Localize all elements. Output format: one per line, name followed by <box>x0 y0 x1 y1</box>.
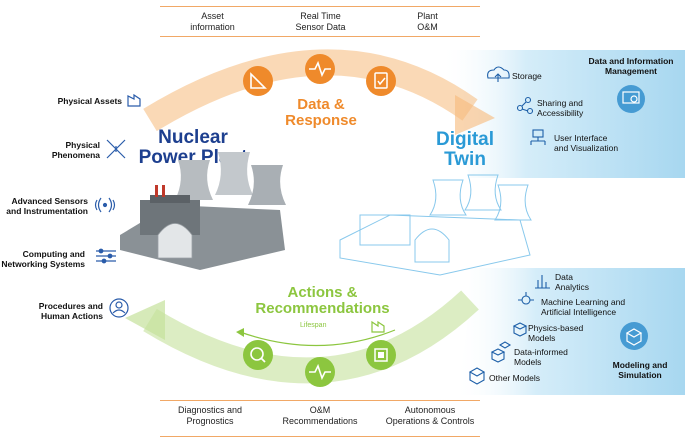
magnifier-icon <box>243 340 273 370</box>
top-header-line-bottom <box>160 36 480 37</box>
share-icon <box>524 96 532 104</box>
person-head <box>115 301 123 309</box>
data-management-heading: Data and Information Management <box>588 56 674 76</box>
factory-small-icon <box>371 320 385 333</box>
atom-icon <box>106 139 126 159</box>
monitor-gear-icon <box>617 85 645 113</box>
cubes-circle-icon <box>620 322 648 350</box>
twin-tower-3 <box>494 184 532 221</box>
bottom-arc-arrowhead <box>125 300 165 340</box>
label-advanced-sensors: Advanced Sensors and Instrumentation <box>6 196 88 216</box>
chip-icon <box>366 340 396 370</box>
cubes-icon <box>490 341 512 363</box>
twin-building <box>359 214 411 246</box>
brain-nodes <box>518 292 534 301</box>
twin-tower-1 <box>429 179 467 216</box>
label-user-interface: User Interface and Visualization <box>554 133 619 153</box>
label-data-informed-models: Data-informed Models <box>514 347 568 367</box>
actions-recommendations-title: Actions & Recommendations <box>255 284 390 317</box>
bar-chart-icon <box>535 275 550 289</box>
cooling-tower-2 <box>215 152 253 195</box>
twin-dome <box>414 228 450 263</box>
header-plant-om: Plant O&M <box>417 11 438 32</box>
header-diagnostics: Diagnostics and Prognostics <box>177 405 243 426</box>
cooling-tower-1 <box>175 160 213 200</box>
bottom-header-line <box>160 400 480 401</box>
clipboard-check-icon <box>366 66 396 96</box>
lifespan-label: Lifespan <box>300 322 327 329</box>
signal-icon <box>94 197 116 213</box>
slider-knob-1 <box>98 248 104 254</box>
person-body <box>112 309 126 314</box>
lifespan-arrowhead <box>236 328 244 337</box>
pulse-icon <box>305 54 335 84</box>
cube-icon <box>512 322 528 337</box>
label-machine-learning: Machine Learning and Artificial Intellig… <box>541 297 626 317</box>
roof <box>150 195 190 203</box>
brain-icon <box>521 295 531 305</box>
label-physics-models: Physics-based Models <box>528 323 584 343</box>
header-asset-information: Asset information <box>190 11 235 32</box>
upload-arrow <box>494 73 502 82</box>
slider-knob-3 <box>101 258 107 264</box>
digital-twin-title: Digital Twin <box>435 129 495 170</box>
box-icon <box>468 367 486 385</box>
modeling-simulation-heading: Modeling and Simulation <box>612 360 668 380</box>
cooling-tower-3 <box>248 165 286 205</box>
stack-2 <box>162 185 165 197</box>
label-sharing-accessibility: Sharing and Accessibility <box>537 98 584 118</box>
pulse-green-icon <box>305 357 335 387</box>
header-om-recommendations: O&M Recommendations <box>282 405 358 426</box>
header-real-time-sensor-data: Real Time Sensor Data <box>295 11 346 32</box>
slider-knob-2 <box>107 253 113 259</box>
stack-1 <box>155 185 158 197</box>
label-physical-assets: Physical Assets <box>57 96 122 106</box>
header-autonomous-operations: Autonomous Operations & Controls <box>385 405 475 426</box>
label-procedures-human: Procedures and Human Actions <box>38 301 103 321</box>
modeling-panel <box>455 268 685 395</box>
label-other-models: Other Models <box>489 373 541 383</box>
label-data-analytics: Data Analytics <box>555 272 590 292</box>
reactor-dome <box>157 223 193 259</box>
bottom-header-line-bottom <box>160 436 480 437</box>
data-management-panel <box>440 50 685 178</box>
factory-icon <box>127 93 141 107</box>
signal-dot <box>102 202 108 208</box>
person-circle-icon <box>109 298 129 318</box>
top-header-line <box>160 6 480 7</box>
share-links <box>521 101 529 112</box>
network-lines <box>530 137 546 145</box>
label-physical-phenomena: Physical Phenomena <box>51 140 100 160</box>
label-storage: Storage <box>512 71 542 81</box>
top-arc-arrowhead <box>455 95 495 135</box>
twin-tower-2 <box>464 174 502 211</box>
triangle-ruler-icon <box>243 66 273 96</box>
cloud-icon <box>487 66 510 79</box>
share-node-2 <box>516 104 524 112</box>
label-computing-networking: Computing and Networking Systems <box>1 249 85 269</box>
data-response-title: Data & Response <box>285 96 357 129</box>
lifespan-arc <box>239 329 396 347</box>
